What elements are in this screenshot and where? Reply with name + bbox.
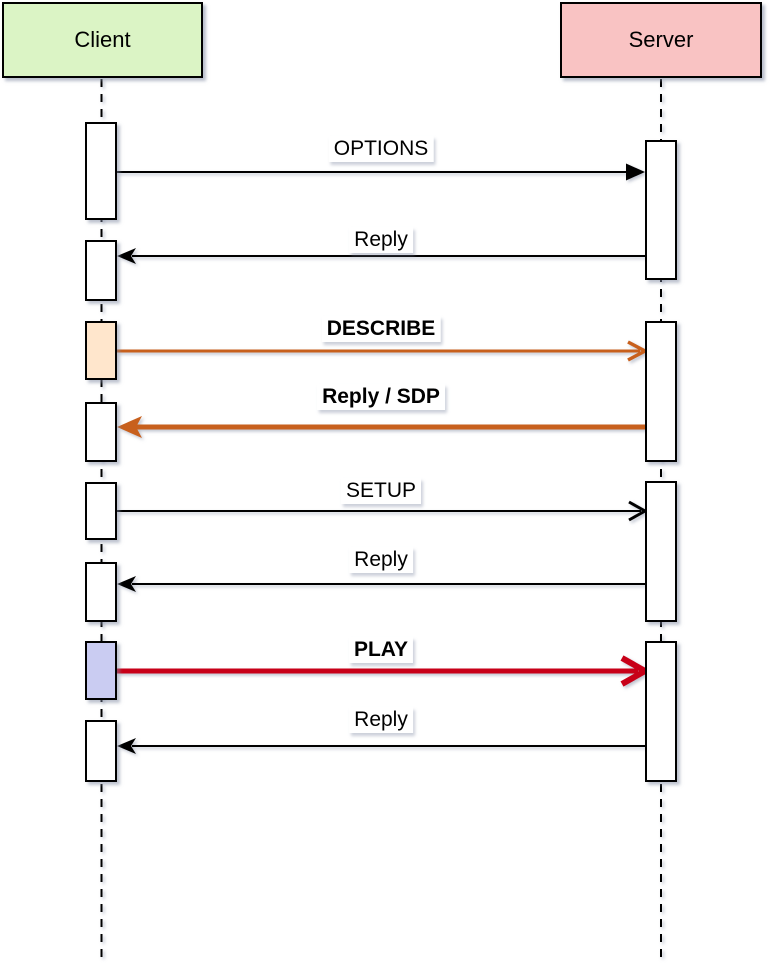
- activation-server-describe: [645, 321, 677, 462]
- message-label-play: PLAY: [348, 637, 414, 663]
- activation-client-reply1: [85, 240, 117, 301]
- message-label-reply2: Reply: [349, 547, 413, 573]
- server-actor-label: Server: [628, 27, 694, 52]
- message-label-setup: SETUP: [340, 478, 422, 504]
- activation-server-play: [645, 641, 677, 782]
- activation-client-setup: [85, 482, 117, 540]
- message-label-reply-sdp: Reply / SDP: [317, 384, 445, 410]
- activation-server-options: [645, 140, 677, 280]
- activation-client-options: [85, 122, 117, 220]
- activation-client-reply3: [85, 720, 117, 782]
- message-label-reply1: Reply: [349, 227, 413, 253]
- client-actor-label: Client: [74, 27, 131, 52]
- activation-client-reply-sdp: [85, 402, 117, 462]
- client-actor-box: Client: [2, 2, 203, 78]
- message-label-options: OPTIONS: [328, 136, 434, 162]
- activation-client-reply2: [85, 562, 117, 622]
- activation-client-describe: [85, 321, 117, 380]
- reply2-arrowhead-icon: [117, 576, 136, 592]
- reply3-arrowhead-icon: [117, 738, 136, 754]
- reply1-arrowhead-icon: [117, 248, 136, 264]
- reply-sdp-arrowhead-icon: [117, 416, 142, 438]
- activation-client-play: [85, 641, 117, 700]
- message-label-reply3: Reply: [349, 707, 413, 733]
- activation-server-setup: [645, 481, 677, 622]
- message-label-describe: DESCRIBE: [321, 316, 441, 342]
- server-actor-box: Server: [560, 2, 762, 78]
- options-arrowhead-icon: [626, 163, 645, 181]
